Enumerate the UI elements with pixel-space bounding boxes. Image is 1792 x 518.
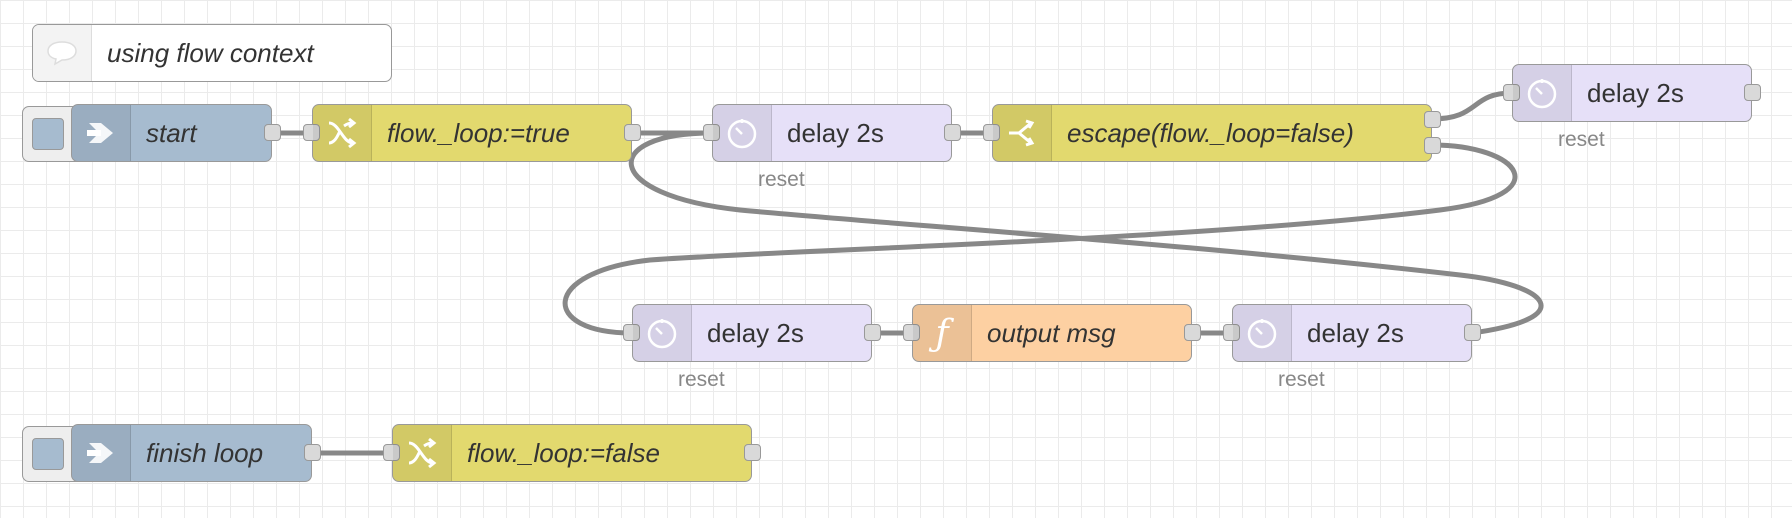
input-port[interactable] [1503,84,1520,101]
input-port[interactable] [303,124,320,141]
delay-mid-left-label: delay 2s [707,317,804,348]
delay-exit-node[interactable]: delay 2s [1503,64,1761,122]
output-port[interactable] [624,124,641,141]
delay-exit-label: delay 2s [1587,77,1684,108]
timer-icon [1233,305,1292,361]
input-port[interactable] [1223,324,1240,341]
output-port[interactable] [744,444,761,461]
escape-label: escape(flow._loop=false) [1067,117,1354,148]
set-true-label: flow._loop:=true [387,117,570,148]
output-function-node[interactable]: ƒ output msg [903,304,1201,362]
delay-mid-left-status: reset [678,368,725,391]
arrow-icon [72,105,131,161]
delay-top-status: reset [758,168,805,191]
finish-inject-button[interactable] [22,426,78,482]
finish-node[interactable]: finish loop [71,424,321,482]
timer-icon [713,105,772,161]
delay-mid-right-status: reset [1278,368,1325,391]
delay-mid-right-label: delay 2s [1307,317,1404,348]
shuffle-icon [313,105,372,161]
comment-icon [33,25,92,81]
wire-delay-mid-right-to-delay-top [628,130,1544,336]
escape-switch-node[interactable]: escape(flow._loop=false) [983,104,1441,162]
start-inject-button[interactable] [22,106,78,162]
output-port-2[interactable] [1424,137,1441,154]
timer-icon [633,305,692,361]
set-false-node[interactable]: flow._loop:=false [383,424,761,482]
output-port[interactable] [864,324,881,341]
wire-escape-to-delay-exit [1431,90,1513,122]
shuffle-icon [393,425,452,481]
output-port[interactable] [264,124,281,141]
set-true-node[interactable]: flow._loop:=true [303,104,641,162]
start-label: start [146,117,197,148]
delay-mid-right-node[interactable]: delay 2s [1223,304,1481,362]
output-label: output msg [987,317,1116,348]
arrow-icon [72,425,131,481]
input-port[interactable] [703,124,720,141]
output-port[interactable] [304,444,321,461]
delay-top-label: delay 2s [787,117,884,148]
output-port[interactable] [944,124,961,141]
input-port[interactable] [983,124,1000,141]
wire-escape-loop-to-delay-mid-left [562,142,1518,336]
delay-exit-status: reset [1558,128,1605,151]
output-port-1[interactable] [1424,111,1441,128]
delay-top-node[interactable]: delay 2s [703,104,961,162]
output-port[interactable] [1464,324,1481,341]
finish-label: finish loop [146,437,264,468]
start-node[interactable]: start [71,104,281,162]
comment-node[interactable]: using flow context [32,24,392,82]
input-port[interactable] [383,444,400,461]
output-port[interactable] [1184,324,1201,341]
input-port[interactable] [903,324,920,341]
delay-mid-left-node[interactable]: delay 2s [623,304,881,362]
input-port[interactable] [623,324,640,341]
switch-icon [993,105,1052,161]
function-icon: ƒ [913,305,972,361]
timer-icon [1513,65,1572,121]
output-port[interactable] [1744,84,1761,101]
set-false-label: flow._loop:=false [467,437,660,468]
comment-label: using flow context [107,37,314,68]
